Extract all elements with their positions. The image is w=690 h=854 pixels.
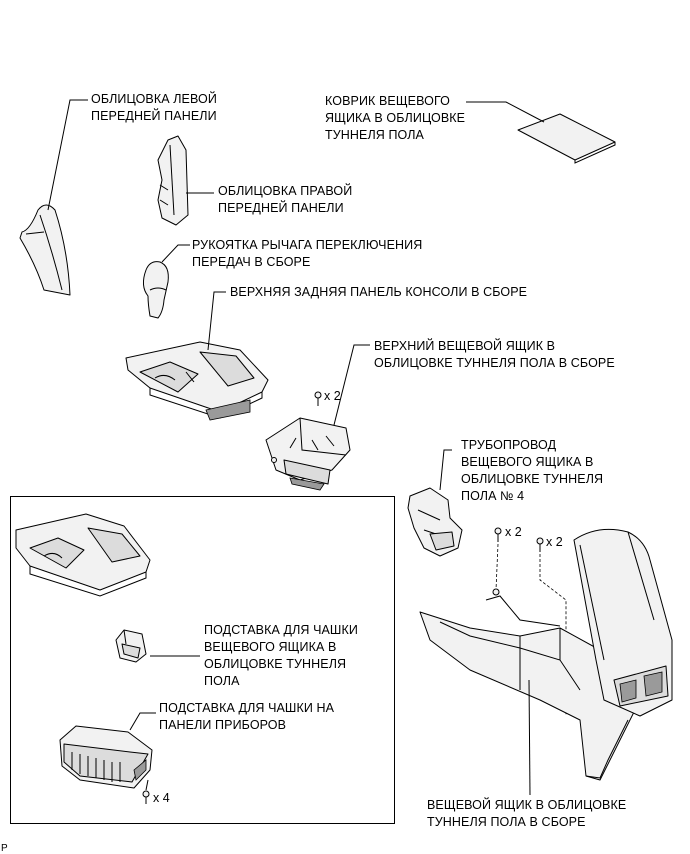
label-upper-console-box: ВЕРХНИЙ ВЕЩЕВОЙ ЯЩИК В ОБЛИЦОВКЕ ТУННЕЛЯ…	[374, 339, 615, 370]
leader-box-mat	[466, 101, 545, 123]
left-front-panel-part	[19, 204, 71, 296]
qty-armrest-screws: x 2	[546, 535, 563, 549]
cup-holder-screw-line	[145, 779, 149, 791]
corner-mark: P	[1, 843, 8, 854]
right-front-panel-part	[157, 135, 189, 226]
label-box-duct: ТРУБОПРОВОД ВЕЩЕВОГО ЯЩИКА В ОБЛИЦОВКЕ Т…	[461, 438, 604, 503]
label-box-mat: КОВРИК ВЕЩЕВОГО ЯЩИКА В ОБЛИЦОВКЕ ТУННЕЛ…	[325, 94, 466, 142]
screw-icon	[494, 527, 502, 542]
screw-icon	[536, 537, 544, 552]
instrument-panel-cup-holder-part	[59, 725, 153, 789]
upper-console-box-part	[265, 417, 351, 491]
box-duct-part	[407, 487, 463, 557]
qty-upper-box-screws: x 2	[324, 389, 341, 403]
leader-shift-knob	[161, 244, 190, 263]
inset-console-panel-part	[15, 513, 151, 597]
duct-screw-dashed-line	[495, 543, 499, 591]
leader-box-duct	[439, 449, 452, 491]
label-console-cup-holder: ПОДСТАВКА ДЛЯ ЧАШКИ ВЕЩЕВОГО ЯЩИКА В ОБЛ…	[204, 623, 358, 688]
leader-upper-rear-console-panel	[207, 291, 226, 351]
console-box-assembly-part	[419, 528, 673, 781]
label-instrument-panel-cup-holder: ПОДСТАВКА ДЛЯ ЧАШКИ НА ПАНЕЛИ ПРИБОРОВ	[159, 701, 335, 732]
leader-console-box-assembly	[528, 679, 531, 796]
qty-cup-holder-screws: x 4	[153, 791, 170, 805]
leader-upper-console-box	[333, 344, 370, 426]
screw-icon	[142, 790, 150, 804]
label-shift-knob: РУКОЯТКА РЫЧАГА ПЕРЕКЛЮЧЕНИЯ ПЕРЕДАЧ В С…	[192, 238, 423, 269]
qty-duct-screws: x 2	[505, 525, 522, 539]
upper-rear-console-panel-part	[125, 341, 269, 421]
box-mat-part	[517, 113, 616, 164]
leader-left-front-panel	[47, 99, 88, 211]
leader-instrument-panel-cup-holder	[129, 712, 156, 731]
screw-icon	[314, 391, 322, 406]
shift-knob-part	[142, 261, 169, 319]
label-left-front-panel: ОБЛИЦОВКА ЛЕВОЙ ПЕРЕДНЕЙ ПАНЕЛИ	[91, 92, 217, 123]
console-cup-holder-part	[115, 629, 147, 663]
label-upper-rear-console-panel: ВЕРХНЯЯ ЗАДНЯЯ ПАНЕЛЬ КОНСОЛИ В СБОРЕ	[230, 285, 528, 299]
label-console-box-assembly: ВЕЩЕВОЙ ЯЩИК В ОБЛИЦОВКЕ ТУННЕЛЯ ПОЛА В …	[427, 798, 627, 829]
inset-frame	[10, 496, 395, 824]
label-right-front-panel: ОБЛИЦОВКА ПРАВОЙ ПЕРЕДНЕЙ ПАНЕЛИ	[218, 184, 353, 215]
